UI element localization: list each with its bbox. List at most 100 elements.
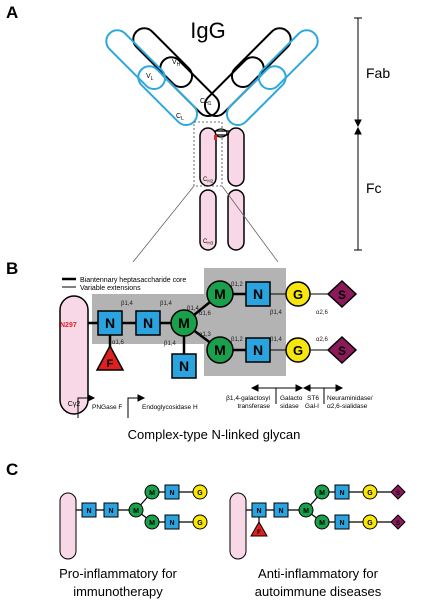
bond-a26a: α2,6 [316,310,328,316]
mannose-core [170,309,198,337]
svg-text:M: M [178,315,190,331]
panel-b-letter: B [6,259,18,278]
sialic-upper [326,279,358,309]
panel-b: B Biantennary heptasaccharide core Varia… [6,259,373,442]
svg-text:M: M [133,508,139,515]
svg-text:N: N [339,520,344,527]
right-ch3-domain [227,189,245,251]
svg-text:S: S [396,491,400,497]
panel-b-caption: Complex-type N-linked glycan [128,427,301,442]
left-vl-domain [105,29,167,91]
vl-label: VL [146,73,154,82]
svg-text:S: S [338,344,346,358]
bond-labels: β1,4 β1,4 β1,4 α1,6 α1,3 α1,6 β1,4 β1,2 … [112,282,328,347]
cl-label: CL [176,113,184,122]
fucose [95,344,125,371]
glcnac-upper [245,281,271,307]
right-ch2-domain [227,127,245,187]
panel-a: A IgG VH VL CH1 CL [6,3,390,263]
left-caption-line-1: Pro-inflammatory for [59,566,177,581]
endo-label: Endoglycosidase H [142,404,198,411]
svg-text:M: M [214,342,226,358]
svg-text:N: N [86,508,91,515]
left-vh-domain [132,27,194,89]
ch1-label: CH1 [200,98,212,107]
bond-b14b: β1,4 [160,301,172,307]
svg-text:N: N [169,520,174,527]
svg-text:M: M [303,508,309,515]
bond-a16f: α1,6 [112,340,124,346]
glcnac-1 [97,310,123,336]
cy2-label: Cγ2 [68,401,81,408]
igg-title: IgG [190,18,225,43]
svg-text:N: N [253,342,263,358]
bond-b14a: β1,4 [121,301,133,307]
right-caption-line-2: autoimmune diseases [255,584,382,599]
enzyme-labels: PNGase F Endoglycosidase H β1,4-galactos… [92,395,373,411]
fc-label: Fc [366,180,382,196]
enzyme-arrows [77,384,344,418]
glcnac-2 [135,310,161,336]
bond-a13: α1,3 [199,332,211,338]
mannose-lower [206,336,234,364]
n297-label: N297 [60,322,77,329]
bond-b14f: β1,4 [270,337,282,343]
legend-ext-text: Variable extensions [80,285,141,292]
anti-inflammatory-glycan: N N F M M N G S M N G S [229,484,406,560]
svg-text:N: N [339,490,344,497]
svg-text:S: S [396,521,400,527]
zoom-line-left [132,185,195,263]
fc-labels: CH2 CH3 [203,177,214,246]
galactose-lower [285,337,311,363]
left-cl-domain [137,65,199,127]
legend-core-text: Biantennary heptasaccharide core [80,277,186,284]
panel-a-letter: A [6,3,18,22]
bond-b14d: β1,4 [164,341,176,347]
svg-text:G: G [367,490,373,497]
fc-glycan-mark [214,135,217,140]
svg-text:N: N [256,508,261,515]
svg-text:G: G [197,490,203,497]
bond-a26b: α2,6 [316,337,328,343]
glcnac-bisect [171,353,197,379]
svg-text:G: G [367,520,373,527]
panel-c-captions: Pro-inflammatory for immunotherapy Anti-… [59,566,382,599]
svg-text:M: M [319,520,325,527]
svg-text:M: M [319,490,325,497]
zoom-line-right [221,185,279,263]
svg-text:M: M [149,490,155,497]
mannose-upper [206,280,234,308]
svg-text:F: F [107,358,114,370]
svg-text:G: G [293,287,303,302]
ch2-label: CH2 [203,177,214,184]
pro-inflammatory-glycan: N N M M N G M N G [59,484,208,560]
fab-fc-brackets [354,17,362,251]
ch3-label: CH3 [203,239,214,246]
left-domain-labels: VH VL CH1 CL [146,59,212,122]
glcnac-lower [245,337,271,363]
svg-text:S: S [338,288,346,302]
svg-text:N: N [105,315,115,331]
fab-label: Fab [366,65,390,81]
legend: Biantennary heptasaccharide core Variabl… [62,277,186,292]
panel-c: C N N [6,460,406,599]
bond-b12a: β1,2 [231,282,243,288]
left-ch3-domain [199,189,217,251]
bond-b12b: β1,2 [231,337,243,343]
panel-c-letter: C [6,460,18,479]
cy2-domain [59,295,89,415]
zoom-box [193,121,223,187]
right-light-chain [225,29,319,127]
bond-b14c: β1,4 [187,306,199,312]
svg-text:N: N [179,358,189,374]
vh-label: VH [172,59,181,68]
sialic-lower [326,335,358,365]
svg-text:M: M [214,286,226,302]
left-caption-line-2: immunotherapy [73,584,163,599]
svg-text:N: N [278,508,283,515]
right-caption-line-1: Anti-inflammatory for [258,566,379,581]
pngase-label: PNGase F [92,404,122,411]
right-vl-domain [257,29,319,91]
